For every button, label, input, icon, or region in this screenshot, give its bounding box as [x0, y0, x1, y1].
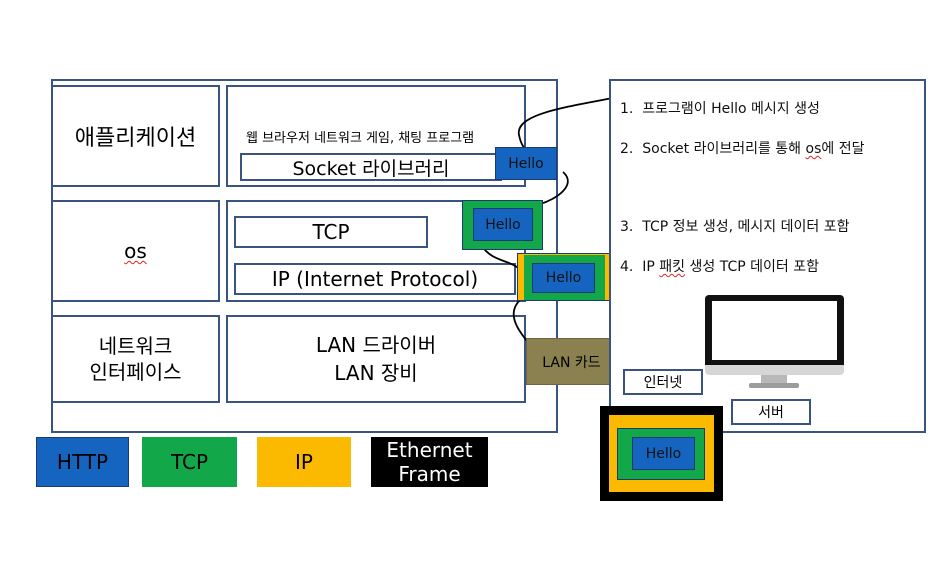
legend-ethernet-line1: Ethernet: [386, 438, 473, 462]
hello-label: Hello: [485, 216, 521, 233]
step-2-number: 2.: [620, 141, 634, 157]
step-4-number: 4.: [620, 259, 634, 275]
step-1-text: 프로그램이 Hello 메시지 생성: [642, 101, 820, 117]
ip-label: IP (Internet Protocol): [271, 267, 479, 291]
connector-socket-to-tcp: [539, 171, 569, 205]
server-label: 서버: [758, 405, 784, 421]
layer-network-interface-line2: 인터페이스: [89, 360, 182, 384]
connector-step1: [518, 97, 614, 151]
step-4-packet: 패킷: [659, 259, 686, 275]
legend-tcp-label: TCP: [170, 450, 209, 474]
application-description: 웹 브라우저 네트워크 게임, 채팅 프로그램: [246, 131, 475, 146]
monitor-base: [749, 383, 799, 388]
hello-label: Hello: [545, 270, 582, 286]
monitor-stand: [761, 375, 787, 383]
lan-driver-box: LAN 드라이버 LAN 장비: [226, 315, 526, 403]
layer-network-interface: 네트워크 인터페이스: [51, 315, 220, 403]
internet-label-box: 인터넷: [623, 369, 703, 395]
step-1-number: 1.: [620, 101, 634, 117]
internet-label: 인터넷: [643, 375, 683, 391]
monitor-chin: [705, 365, 844, 375]
hello-label: Hello: [645, 445, 682, 462]
socket-library-label: Socket 라이브러리: [292, 157, 450, 180]
ip-box: IP (Internet Protocol): [234, 263, 516, 295]
socket-library-box: Socket 라이브러리: [240, 153, 502, 181]
tcp-label: TCP: [312, 220, 350, 244]
legend-ip-label: IP: [295, 450, 313, 474]
layer-network-interface-line1: 네트워크: [98, 334, 173, 358]
legend-http: HTTP: [36, 437, 129, 487]
hello-label: Hello: [508, 155, 544, 172]
step-4-text: IP: [642, 259, 660, 275]
layer-application: 애플리케이션: [51, 85, 220, 187]
legend-tcp: TCP: [142, 437, 237, 487]
step-3: 3. TCP 정보 생성, 메시지 데이터 포함: [620, 216, 849, 236]
step-4-text-end: 생성 TCP 데이터 포함: [685, 259, 819, 275]
monitor-icon: [705, 295, 844, 390]
step-3-number: 3.: [620, 219, 634, 235]
lan-device-label: LAN 장비: [334, 361, 418, 385]
step-3-text: TCP 정보 생성, 메시지 데이터 포함: [642, 219, 850, 235]
lan-card-label: LAN 카드: [542, 354, 601, 371]
layer-os-label: os: [124, 239, 147, 263]
legend-ethernet-line2: Frame: [398, 462, 461, 486]
step-2-text-end: 에 전달: [821, 141, 865, 157]
legend-http-label: HTTP: [56, 450, 109, 474]
step-2-text: Socket 라이브러리를 통해: [642, 141, 806, 157]
lan-driver-label: LAN 드라이버: [315, 333, 437, 357]
layer-os: os: [51, 200, 220, 302]
step-1: 1. 프로그램이 Hello 메시지 생성: [620, 98, 820, 118]
legend-ip: IP: [257, 437, 351, 487]
layer-application-label: 애플리케이션: [74, 126, 197, 151]
step-2-os: os: [805, 141, 822, 157]
tcp-box: TCP: [234, 216, 428, 248]
step-2: 2. Socket 라이브러리를 통해 os에 전달: [620, 138, 864, 158]
hello-message-http: Hello: [495, 147, 557, 180]
step-4: 4. IP 패킷 생성 TCP 데이터 포함: [620, 256, 819, 276]
lan-card: LAN 카드: [526, 338, 617, 385]
hello-message-ethernet: Hello: [632, 437, 695, 470]
legend-ethernet: Ethernet Frame: [371, 437, 488, 487]
monitor-screen: [705, 295, 844, 369]
hello-message-tcp: Hello: [473, 208, 533, 241]
hello-message-ip: Hello: [532, 263, 595, 293]
server-label-box: 서버: [731, 399, 811, 425]
